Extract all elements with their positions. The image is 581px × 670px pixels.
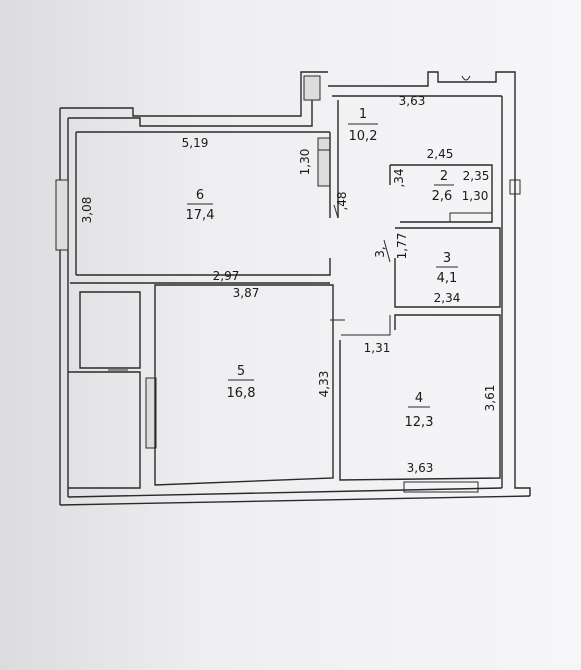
dim-room6-side: 1,30 [298, 149, 312, 176]
dim-room4-131: 1,31 [364, 341, 391, 355]
room-5-number: 5 [237, 364, 245, 379]
dim-room4-width: 3,63 [407, 461, 434, 475]
outer-walls [59, 71, 531, 506]
dim-room6-height: 3,08 [80, 197, 94, 224]
partitions [68, 100, 501, 489]
room-6-number: 6 [196, 188, 204, 203]
dim-room3-side: 1,77 [395, 233, 409, 260]
room-5-area: 16,8 [227, 386, 256, 401]
dim-room5-width: 3,87 [233, 286, 260, 300]
room-4-number: 4 [415, 391, 423, 406]
dim-room6-width: 5,19 [182, 136, 209, 150]
room-6-area: 17,4 [186, 208, 215, 223]
dim-door-48: ,48 [335, 191, 349, 210]
room-1-number: 1 [359, 107, 367, 122]
dim-room2-right: 2,35 [463, 169, 490, 183]
room-2-number: 2 [440, 169, 448, 184]
dim-room2-34: ,34 [392, 168, 406, 187]
dim-room5-height: 4,33 [317, 371, 331, 398]
dim-room3-small: 3, [373, 246, 387, 257]
room-3-area: 4,1 [437, 271, 458, 286]
dim-hall-297: 2,97 [213, 269, 240, 283]
room-3-number: 3 [443, 251, 451, 266]
dim-room3-bottom: 2,34 [434, 291, 461, 305]
room-1-area: 10,2 [349, 129, 378, 144]
dim-room2-130: 1,30 [462, 189, 489, 203]
dim-room1-width: 3,63 [399, 94, 426, 108]
room-2-area: 2,6 [432, 189, 453, 204]
dim-room2-top: 2,45 [427, 147, 454, 161]
dim-room4-height: 3,61 [483, 385, 497, 412]
door-swings [108, 75, 471, 371]
room-4-area: 12,3 [405, 415, 434, 430]
